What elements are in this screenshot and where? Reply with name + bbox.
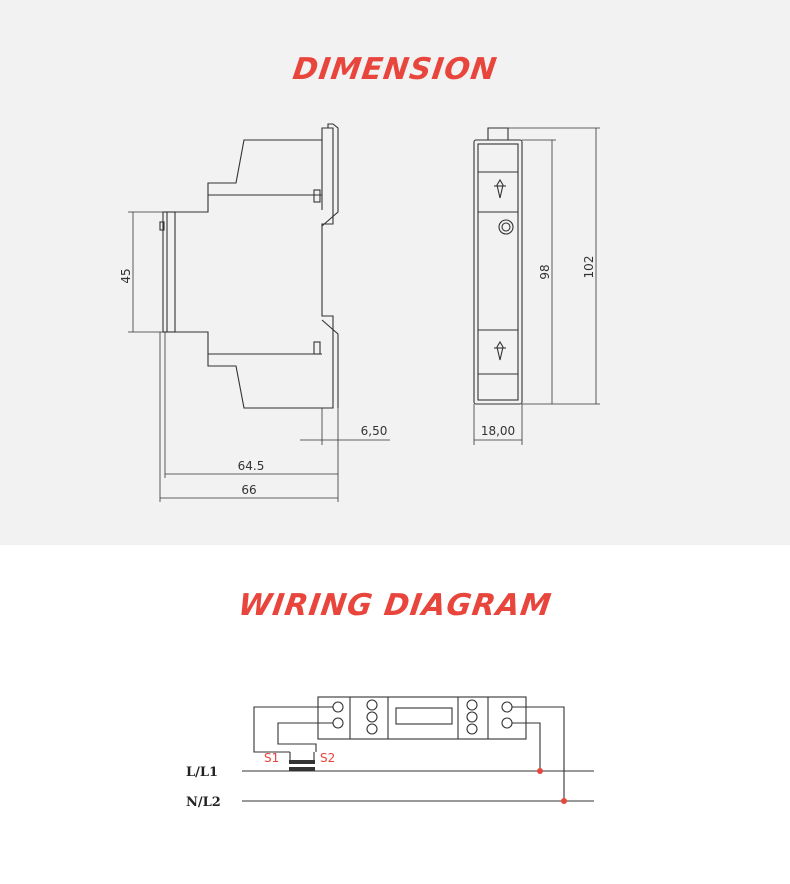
front-view-dimension-lines [473, 127, 600, 445]
dimension-64-5-label: 64.5 [238, 459, 265, 473]
dimension-45-label: 45 [119, 268, 133, 283]
s2-label: S2 [320, 751, 335, 765]
side-view-dimension-lines [128, 211, 390, 502]
side-view-drawing [159, 123, 339, 409]
wiring-diagram [242, 696, 594, 802]
line-n-label: N/L2 [186, 795, 221, 810]
dimension-102-label: 102 [582, 256, 596, 279]
dimension-6-50-label: 6,50 [361, 424, 388, 438]
current-transformer-icon [289, 752, 315, 771]
n-junction-dot [561, 798, 567, 804]
dimension-98-label: 98 [538, 264, 552, 279]
dimension-18-00-label: 18,00 [481, 424, 515, 438]
dimension-66-label: 66 [241, 483, 256, 497]
wiring-section [0, 545, 790, 884]
l1-junction-dot [537, 768, 543, 774]
front-view-drawing [473, 127, 523, 405]
dimension-section [0, 0, 790, 545]
line-l1-label: L/L1 [186, 765, 218, 780]
s1-label: S1 [264, 751, 279, 765]
